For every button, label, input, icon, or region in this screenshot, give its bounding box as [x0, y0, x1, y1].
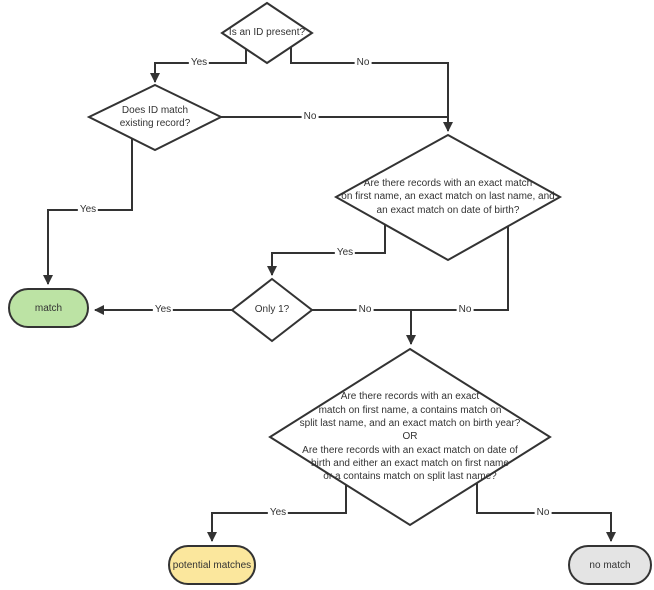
- terminal-match: match: [8, 288, 89, 328]
- edge-label-only-one-yes: Yes: [152, 304, 174, 316]
- terminal-no-match: no match: [568, 545, 652, 585]
- edge-label-exact-match-yes: Yes: [334, 247, 356, 259]
- edge-label-fuzzy-yes: Yes: [267, 507, 289, 519]
- edge-label-id-match-yes: Yes: [77, 204, 99, 216]
- edge-label-id-match-no: No: [301, 111, 319, 123]
- edge-exact-match-yes: [267, 225, 386, 276]
- decision-fuzzy-match-shape: [268, 347, 552, 527]
- edge-label-only-one-no: No: [356, 304, 374, 316]
- edge-label-fuzzy-no: No: [534, 507, 552, 519]
- decision-only-one-shape: [230, 277, 314, 343]
- decision-does-id-match-shape: [86, 83, 224, 152]
- edge-label-id-present-no: No: [354, 57, 372, 69]
- edge-label-exact-match-no: No: [456, 304, 474, 316]
- terminal-potential-matches: potential matches: [168, 545, 256, 585]
- decision-exact-match-shape: [333, 133, 563, 262]
- decision-is-id-present-shape: [220, 1, 314, 65]
- edge-label-id-present-yes: Yes: [188, 57, 210, 69]
